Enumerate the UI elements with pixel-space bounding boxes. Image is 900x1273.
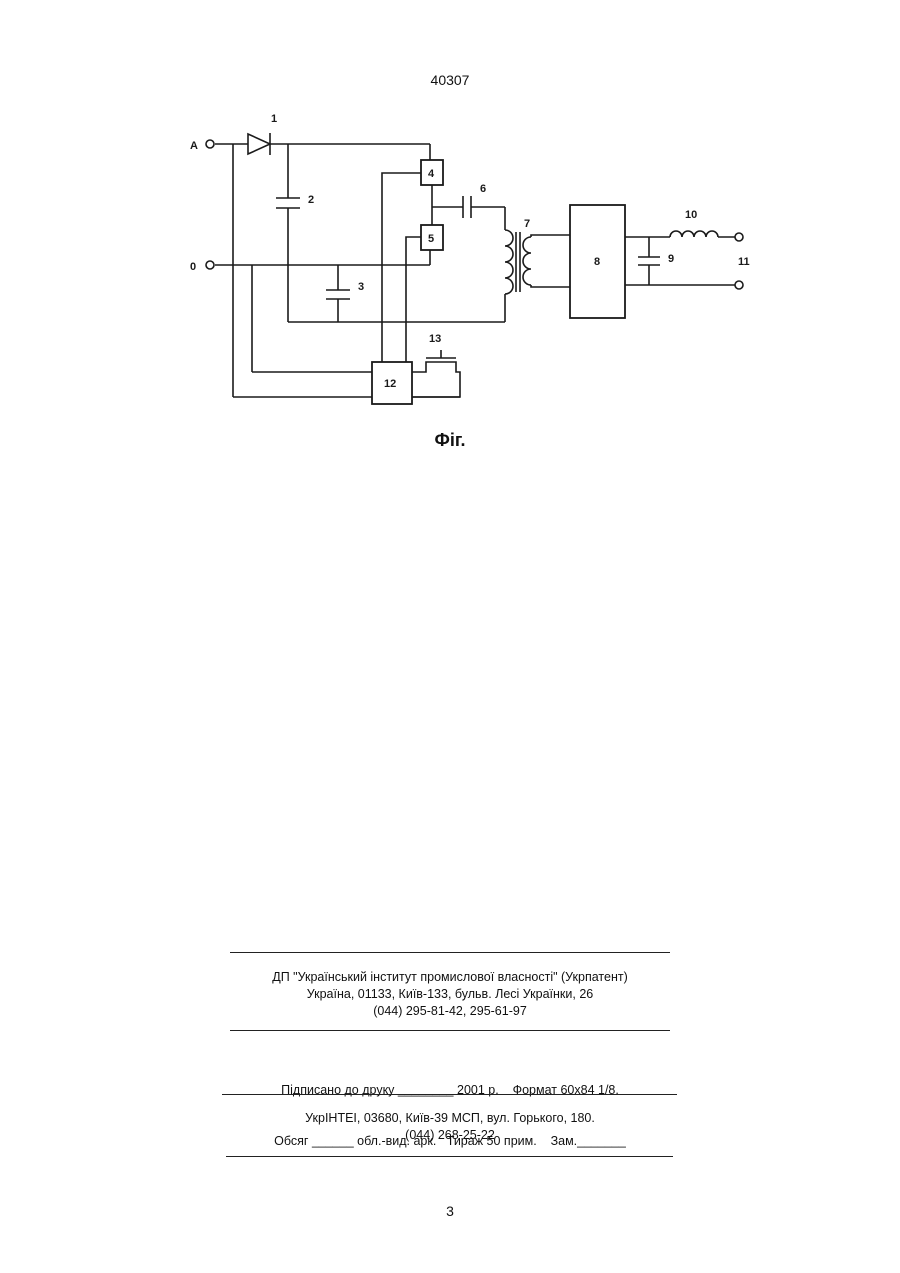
switch-13 [412, 350, 460, 397]
label-8: 8 [594, 256, 600, 268]
print-line-1: Підписано до друку ________ 2001 р. Форм… [0, 1082, 900, 1099]
divider-2 [230, 1030, 670, 1031]
label-9: 9 [668, 253, 674, 265]
terminal-0-dot [206, 261, 214, 269]
capacitor-9 [638, 237, 660, 285]
terminal-0-label: 0 [190, 261, 196, 273]
circuit-diagram: A 1 2 0 3 4 5 [160, 100, 760, 415]
control-line-4 [382, 173, 421, 362]
label-13: 13 [429, 333, 441, 345]
label-3: 3 [358, 281, 364, 293]
capacitor-2 [276, 144, 300, 322]
divider-3 [222, 1094, 677, 1095]
diode-1 [248, 133, 270, 155]
print-info-block: Підписано до друку ________ 2001 р. Форм… [0, 1048, 900, 1167]
label-2: 2 [308, 194, 314, 206]
control-line-5 [406, 237, 421, 362]
divider-4 [226, 1156, 673, 1157]
terminal-a-dot [206, 140, 214, 148]
capacitor-3 [326, 265, 350, 322]
transformer-7 [505, 230, 570, 322]
printer-block: УкрІНТЕІ, 03680, Київ-39 МСП, вул. Горьк… [0, 1110, 900, 1144]
output-terminal-top [735, 233, 743, 241]
label-7: 7 [524, 218, 530, 230]
output-terminal-bottom [735, 281, 743, 289]
figure-caption: Фіг. [0, 430, 900, 451]
publisher-line-1: ДП "Український інститут промислової вла… [0, 969, 900, 986]
printer-line-1: УкрІНТЕІ, 03680, Київ-39 МСП, вул. Горьк… [0, 1110, 900, 1127]
label-1: 1 [271, 113, 277, 125]
page-code: 40307 [0, 72, 900, 88]
label-12: 12 [384, 378, 396, 390]
printer-line-2: (044) 268-25-22 [0, 1127, 900, 1144]
publisher-line-3: (044) 295-81-42, 295-61-97 [0, 1003, 900, 1020]
inductor-10 [670, 231, 735, 237]
label-4: 4 [428, 168, 435, 180]
terminal-a-label: A [190, 140, 198, 152]
label-10: 10 [685, 209, 697, 221]
publisher-block: ДП "Український інститут промислової вла… [0, 969, 900, 1020]
page-number: 3 [0, 1203, 900, 1219]
divider-1 [230, 952, 670, 953]
publisher-line-2: Україна, 01133, Київ-133, бульв. Лесі Ук… [0, 986, 900, 1003]
circuit-schematic: A 1 2 0 3 4 5 [160, 100, 760, 415]
label-5: 5 [428, 233, 434, 245]
label-6: 6 [480, 183, 486, 195]
label-11: 11 [738, 256, 750, 268]
